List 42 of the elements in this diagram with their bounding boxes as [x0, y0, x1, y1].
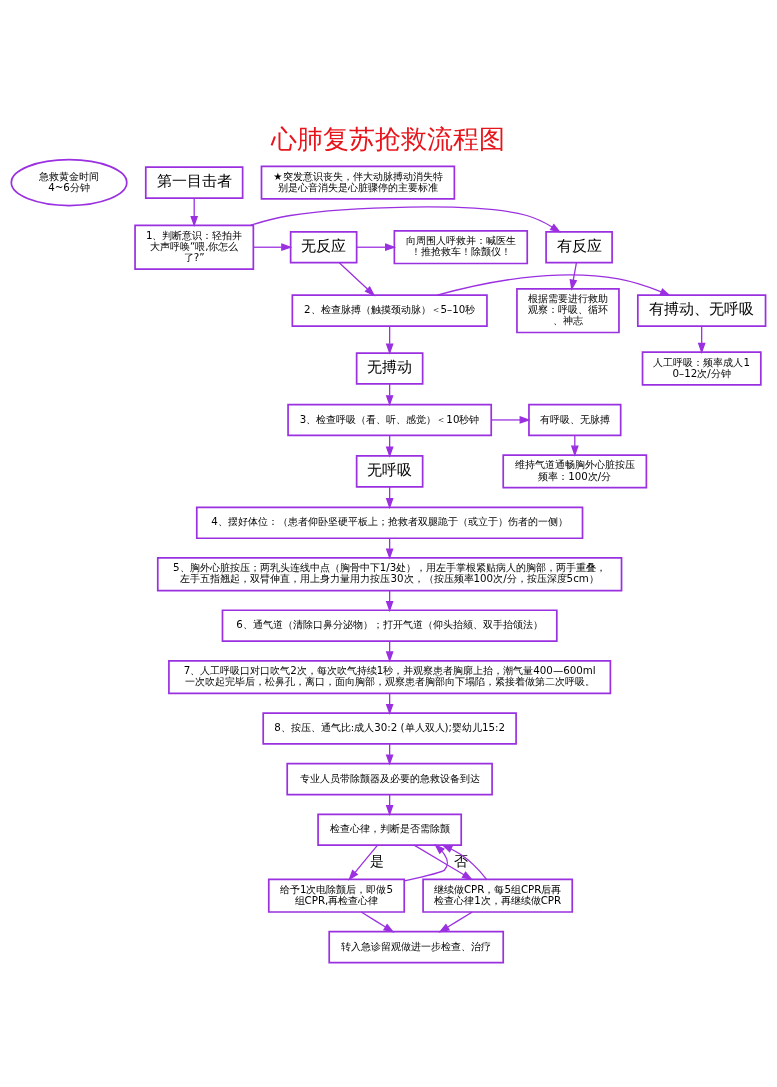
node-box: 转入急诊留观做进一步检查、治疗 — [328, 930, 505, 964]
node-ellipse: 急救黄金时间4~6分钟 — [10, 158, 128, 207]
arrow — [360, 911, 395, 933]
node-box: 人工呼吸：频率成人10–12次/分钟 — [641, 351, 762, 386]
edge-label: 否 — [453, 852, 468, 869]
node-box: 继续做CPR，每5组CPR后再检查心律1次，再继续做CPR — [422, 878, 574, 913]
node-box: 维持气道通畅胸外心脏按压频率：100次/分 — [502, 454, 648, 489]
arrow — [249, 206, 562, 233]
node-box: 第一目击者 — [144, 166, 244, 199]
arrow — [338, 262, 376, 297]
node-box: 根据需要进行救助观察：呼吸、循环、神志 — [516, 287, 620, 334]
arrow — [413, 844, 474, 881]
node-box: 检查心律，判断是否需除颤 — [317, 813, 463, 846]
node-box: 有搏动、无呼吸 — [636, 294, 767, 327]
arrow — [490, 416, 531, 424]
node-box: 7、人工呼吸口对口吹气2次，每次吹气持续1秒，并观察患者胸廓上抬，潮气量400—600ml一次吹起完毕后，松鼻孔，离口，面向胸部，观察患者胸部向下塌陷，紧接着做第二次呼吸。 — [168, 659, 612, 695]
diagram-title: 心肺复苏抢救流程图 — [271, 124, 506, 155]
node-box: 3、检查呼吸（看、听、感觉）＜10秒钟 — [287, 403, 493, 437]
node-box: 6、通气道（清除口鼻分泌物）；打开气道（仰头抬颏、双手抬颌法） — [221, 609, 558, 642]
node-box: 1、判断意识：轻拍并大声呼唤“喂,你怎么了?” — [134, 224, 255, 270]
arrow — [190, 197, 199, 228]
arrow — [356, 243, 397, 252]
node-box: 专业人员带除颤器及必要的急救设备到达 — [286, 762, 493, 796]
arrow — [348, 844, 379, 881]
arrow — [441, 844, 488, 880]
node-box: 无呼吸 — [355, 455, 424, 488]
node-box: 5、胸外心脏按压；两乳头连线中点（胸骨中下1/3处），用左手掌根紧贴病人的胸部，两手重叠，左手五指翘起，双臂伸直，用上身力量用力按压30次，（按压频率100次/分，按压深度5cm） — [156, 557, 623, 592]
node-box: 有呼吸、无脉搏 — [528, 403, 622, 437]
arrow — [403, 843, 449, 882]
arrow — [436, 274, 672, 296]
node-box: 给予1次电除颤后，即做5组CPR,再检查心律 — [267, 878, 406, 913]
node-box: 有反应 — [545, 230, 613, 264]
node-box: ★突发意识丧失，伴大动脉搏动消失特别是心音消失是心脏骤停的主要标准 — [260, 165, 456, 200]
node-box: 2、检查脉搏（触摸颈动脉）＜5–10秒 — [291, 294, 488, 327]
node-box: 向周围人呼救并：喊医生！推抢救车！除颤仪！ — [393, 230, 529, 265]
arrow — [438, 911, 473, 933]
node-box: 4、摆好体位：（患者仰卧坚硬平板上；抢救者双腿跪于（或立于）伤者的一侧） — [195, 506, 584, 540]
arrow — [252, 243, 293, 252]
node-box: 无搏动 — [355, 352, 424, 385]
edge-label: 是 — [369, 852, 384, 869]
node-box: 无反应 — [289, 230, 358, 264]
node-box: 8、按压、通气比:成人30:2 (单人双人);婴幼儿15:2 — [262, 712, 517, 745]
